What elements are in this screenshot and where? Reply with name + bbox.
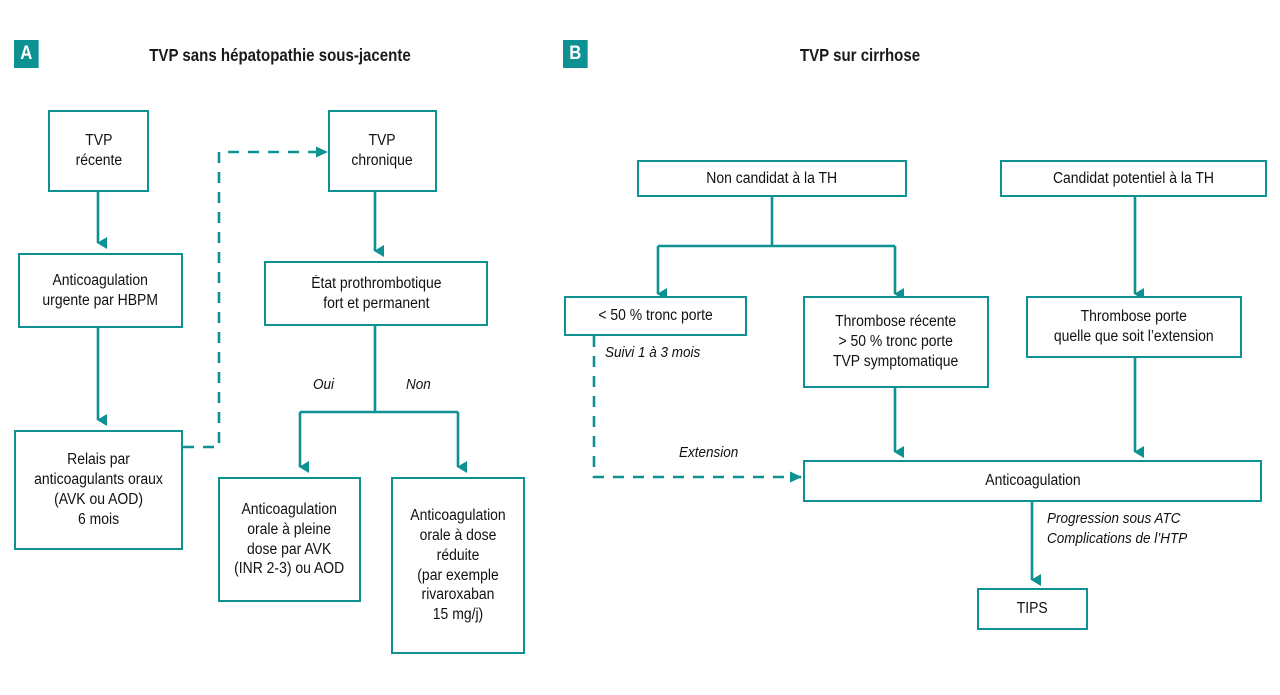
node-tips: TIPS bbox=[977, 588, 1088, 630]
node-anticoagulation-label: Anticoagulation bbox=[984, 472, 1081, 490]
node-non-candidat-th: Non candidat à la TH bbox=[637, 160, 907, 197]
edge-label-non: Non bbox=[406, 376, 431, 393]
edge-label-oui: Oui bbox=[313, 376, 335, 393]
node-non-candidat-th-label: Non candidat à la TH bbox=[706, 169, 838, 187]
panel-badge-b: B bbox=[563, 40, 588, 68]
edge-a-relais-to-chronique-dashed bbox=[183, 146, 328, 449]
edge-label-extension: Extension bbox=[679, 444, 739, 461]
panel-title-b: TVP sur cirrhose bbox=[799, 45, 921, 65]
node-candidat-potentiel-th: Candidat potentiel à la TH bbox=[1000, 160, 1267, 197]
edge-label-suivi: Suivi 1 à 3 mois bbox=[605, 344, 701, 361]
panel-badge-a: A bbox=[14, 40, 39, 68]
panel-title-a: TVP sans hépatopathie sous-jacente bbox=[149, 45, 411, 65]
node-anticoagulation: Anticoagulation bbox=[803, 460, 1262, 502]
node-moins-50-tronc-porte-label: < 50 % tronc porte bbox=[598, 307, 713, 325]
edge-b-moins50-to-anticoag-dashed bbox=[592, 336, 802, 483]
node-tips-label: TIPS bbox=[1016, 600, 1048, 618]
node-moins-50-tronc-porte: < 50 % tronc porte bbox=[564, 296, 747, 336]
edge-a-etat-split bbox=[300, 326, 458, 414]
edge-b-noncandidat-split bbox=[658, 196, 895, 248]
node-candidat-potentiel-th-label: Candidat potentiel à la TH bbox=[1052, 169, 1215, 187]
